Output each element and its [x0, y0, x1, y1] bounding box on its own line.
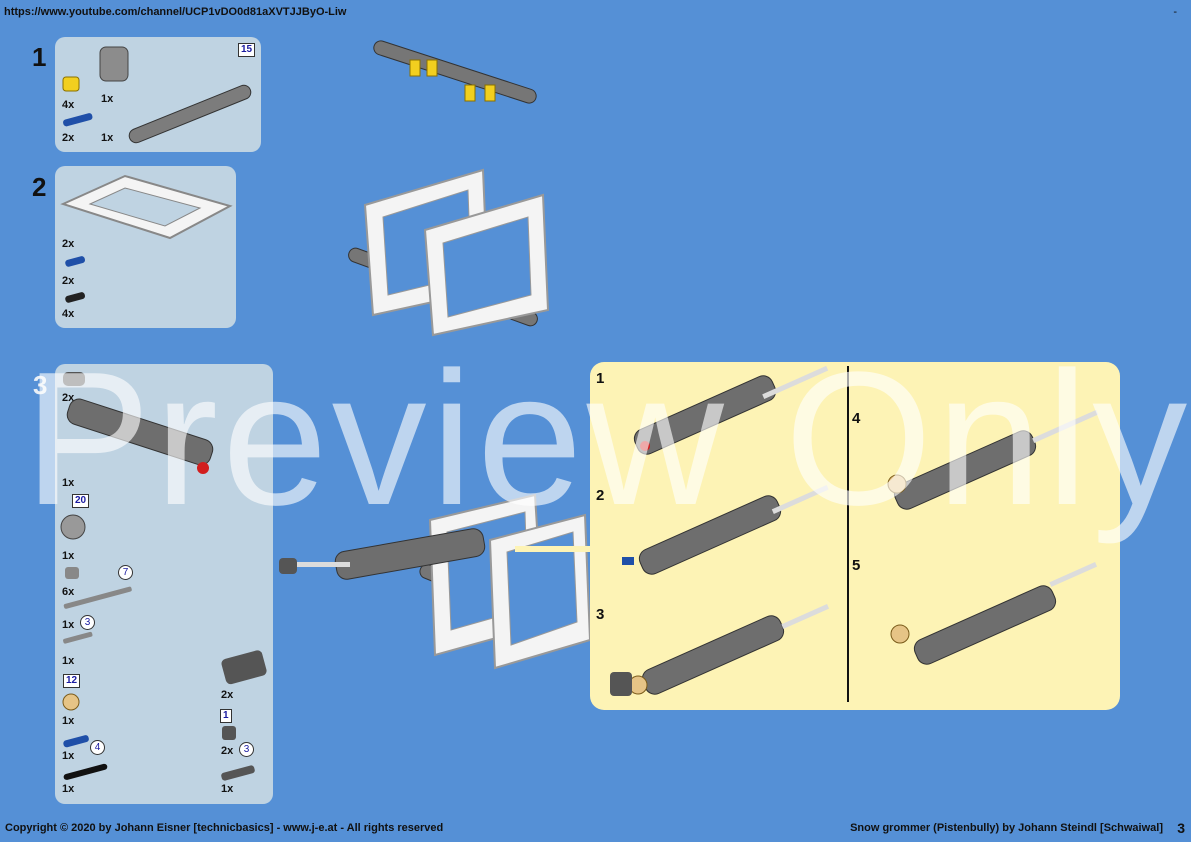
- step-1-number: 1: [32, 42, 47, 72]
- qty-label: 2x: [62, 132, 75, 144]
- substep-1-number: 1: [596, 370, 605, 387]
- qty-label: 2x: [62, 392, 75, 404]
- substep-illustrations: [610, 365, 1099, 702]
- substep-2-number: 2: [596, 487, 605, 504]
- qty-label: 1x: [62, 715, 75, 727]
- qty-label: 2x: [62, 238, 75, 250]
- substep-5-number: 5: [852, 557, 861, 574]
- step-1-parts-illustration: [62, 46, 252, 144]
- step-3-parts-panel: 3 2x 1x 20 1x 6x 7 1x 3 1x 12 1x 2x 1 1x…: [33, 364, 273, 804]
- axle-length-badge: 1: [220, 709, 232, 723]
- step-3-number: 3: [33, 370, 48, 400]
- qty-label: 1x: [62, 783, 75, 795]
- beam-length-badge: 15: [238, 43, 256, 57]
- qty-label: 2x: [221, 745, 234, 757]
- step-2-number: 2: [32, 172, 47, 202]
- page-number: 3: [1177, 820, 1185, 836]
- axle-length-badge: 7: [118, 565, 133, 580]
- document-title: Snow grommer (Pistenbully) by Johann Ste…: [850, 822, 1163, 834]
- step-2-parts-panel: 2x 2x 4x: [55, 166, 236, 328]
- qty-label: 2x: [62, 275, 75, 287]
- axle-length-badge: 3: [239, 742, 254, 757]
- qty-label: 1x: [221, 783, 234, 795]
- channel-url[interactable]: https://www.youtube.com/channel/UCP1vDO0…: [4, 6, 347, 18]
- substep-3-number: 3: [596, 606, 605, 623]
- qty-label: 4x: [62, 308, 75, 320]
- step-1-parts-panel: 15 4x 2x 1x 1x: [55, 37, 261, 152]
- qty-label: 2x: [221, 689, 234, 701]
- sub-assembly-callout: 1 2 3 4 5: [590, 362, 1120, 710]
- copyright-text: Copyright © 2020 by Johann Eisner [techn…: [5, 822, 444, 834]
- axle-length-badge: 3: [80, 615, 95, 630]
- gear-size-badge: 12: [63, 674, 81, 688]
- qty-label: 1x: [101, 93, 114, 105]
- step-2-assembly-illustration: [348, 168, 550, 337]
- qty-label: 1x: [62, 550, 75, 562]
- step-1-assembly-illustration: [373, 40, 537, 104]
- qty-label: 1x: [62, 750, 75, 762]
- axle-length-badge: 4: [90, 740, 105, 755]
- qty-label: 1x: [101, 132, 114, 144]
- qty-label: 1x: [62, 619, 75, 631]
- step-2-parts-illustration: [60, 174, 233, 303]
- substep-4-number: 4: [852, 410, 861, 427]
- qty-label: 6x: [62, 586, 75, 598]
- qty-label: 4x: [62, 99, 75, 111]
- step-3-assembly-illustration: [279, 493, 593, 670]
- gear-size-badge: 20: [72, 494, 90, 508]
- qty-label: 1x: [62, 477, 75, 489]
- step-3-parts-illustration: [60, 372, 267, 781]
- header-dash: -: [1173, 6, 1177, 18]
- qty-label: 1x: [62, 655, 75, 667]
